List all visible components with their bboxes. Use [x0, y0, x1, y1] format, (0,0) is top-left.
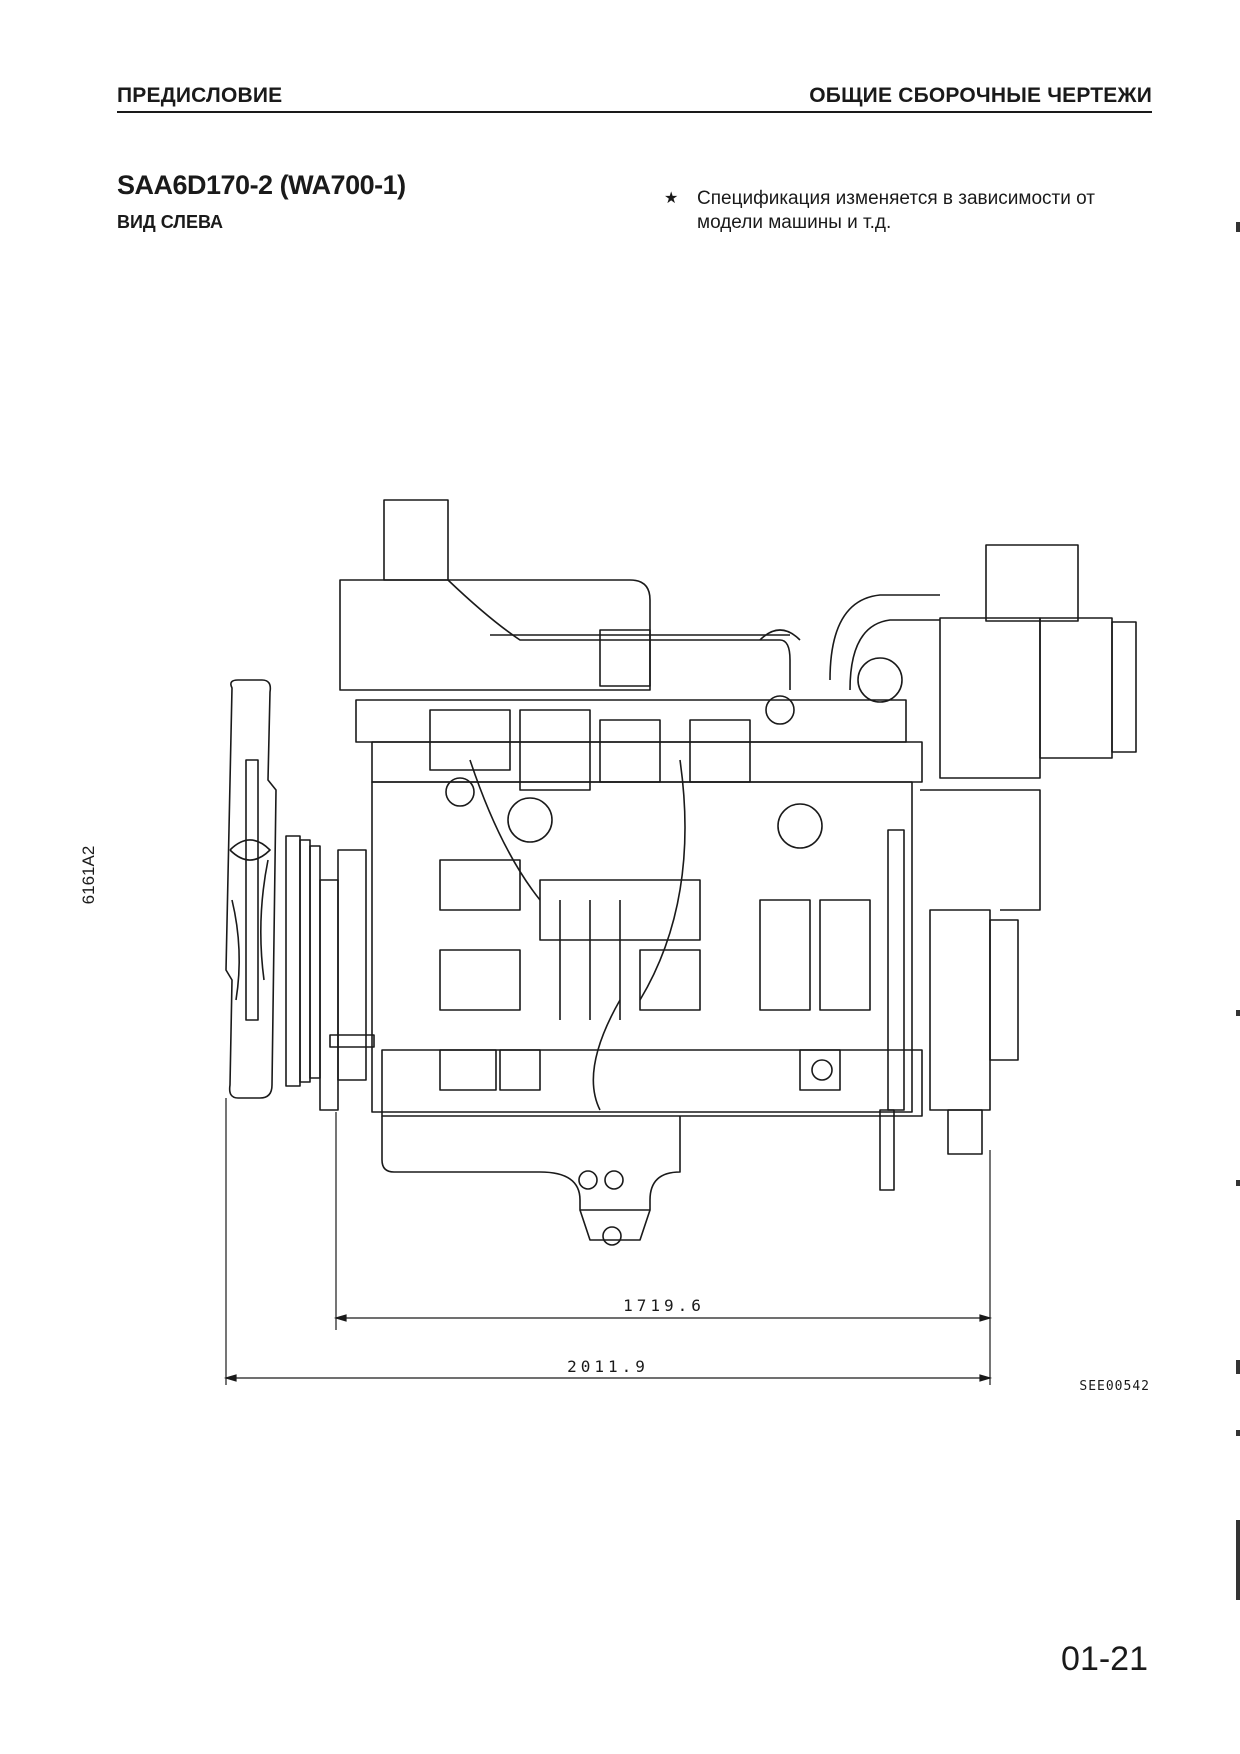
dimension-outer: 2011.9: [567, 1357, 649, 1376]
spec-note-text: Спецификация изменяется в зависимости от…: [697, 188, 1095, 233]
binding-mark: [1236, 1360, 1240, 1374]
fan: [225, 679, 277, 1099]
drawing-code: SEE00542: [1079, 1379, 1150, 1394]
page-number: 01-21: [1061, 1640, 1148, 1678]
binding-mark: [1236, 1520, 1240, 1600]
engine-block: [355, 699, 923, 1246]
binding-mark: [1236, 1180, 1240, 1186]
view-title: ВИД СЛЕВА: [117, 212, 224, 232]
pulleys: [285, 835, 375, 1111]
flywheel-housing: [879, 789, 1041, 1191]
dimension-lines: [223, 1098, 993, 1385]
binding-mark: [1236, 1010, 1240, 1016]
intake-pipe: [339, 499, 801, 691]
binding-mark: [1236, 222, 1240, 232]
dimension-inner: 1719.6: [623, 1296, 705, 1315]
binding-mark: [1236, 1430, 1240, 1436]
head-details: [429, 695, 871, 1111]
section-header-left: ПРЕДИСЛОВИЕ: [117, 84, 283, 107]
star-icon: ★: [664, 190, 679, 207]
header-rule: [117, 111, 1152, 113]
section-header-right: ОБЩИЕ СБОРОЧНЫЕ ЧЕРТЕЖИ: [809, 84, 1152, 107]
air-cleaner: [829, 544, 1137, 779]
model-title: SAA6D170-2 (WA700-1): [117, 170, 406, 200]
